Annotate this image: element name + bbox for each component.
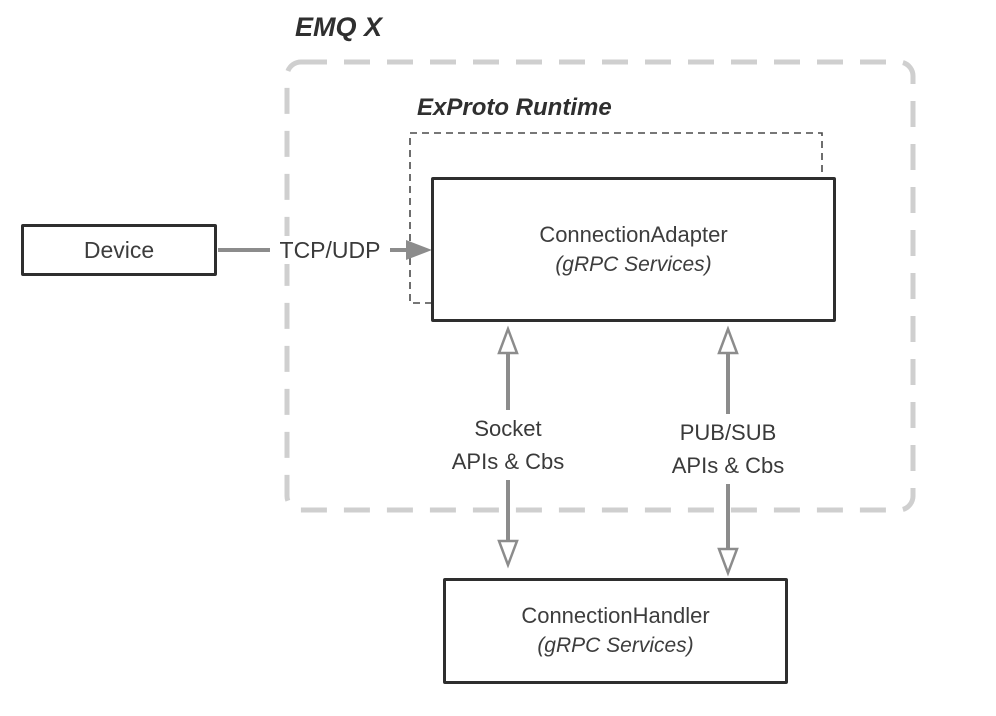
exproto-runtime-region-label: ExProto Runtime: [417, 94, 612, 121]
pubsub-apis-edge-label: PUB/SUB APIs & Cbs: [661, 414, 795, 484]
socket-apis-edge-label-line1: Socket: [474, 416, 542, 441]
emqx-boundary-dashed-rect: [284, 59, 916, 513]
connection-adapter-node: ConnectionAdapter (gRPC Services): [431, 177, 836, 322]
socket-apis-edge-label-line2: APIs & Cbs: [451, 449, 565, 474]
connection-adapter-title: ConnectionAdapter: [539, 221, 728, 247]
device-node: Device: [21, 224, 217, 276]
pubsub-apis-edge-label-line1: PUB/SUB: [679, 420, 777, 445]
socket-apis-edge-label: Socket APIs & Cbs: [446, 410, 570, 480]
connection-handler-title: ConnectionHandler: [521, 603, 710, 628]
tcp-udp-edge-label: TCP/UDP: [270, 236, 390, 264]
connection-handler-subtitle: (gRPC Services): [537, 634, 694, 657]
connection-adapter-subtitle: (gRPC Services): [555, 252, 712, 276]
emqx-region-label: EMQ X: [295, 12, 383, 42]
device-node-label: Device: [83, 237, 155, 263]
pubsub-apis-edge-label-line2: APIs & Cbs: [671, 453, 785, 478]
connection-handler-node: ConnectionHandler (gRPC Services): [443, 578, 788, 684]
